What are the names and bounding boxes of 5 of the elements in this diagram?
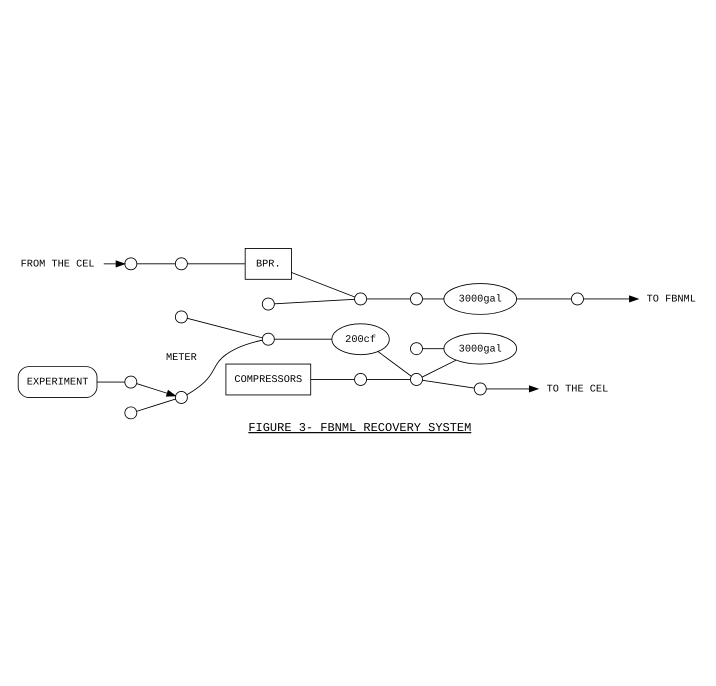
- caption: FIGURE 3- FBNML RECOVERY SYSTEM: [248, 420, 472, 435]
- node-text: TO FBNML: [646, 293, 696, 306]
- node-text: FROM THE CEL: [20, 258, 95, 270]
- node-label: METER: [166, 351, 197, 364]
- node-text: TO THE CEL: [546, 383, 608, 396]
